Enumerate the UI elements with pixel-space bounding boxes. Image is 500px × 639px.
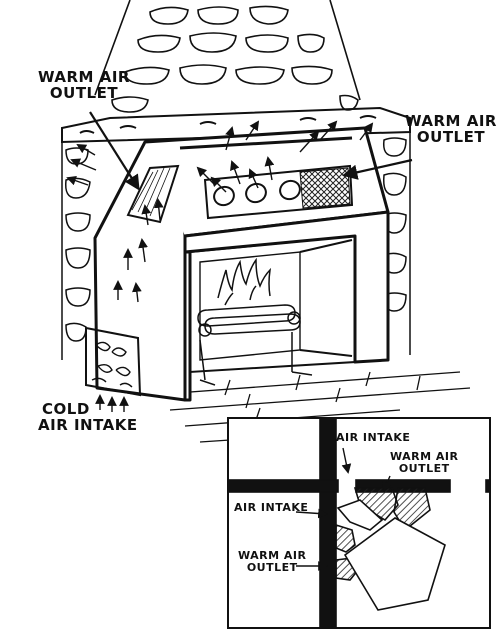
inset-label-air-intake-top: AIR INTAKE <box>336 431 411 444</box>
inset-label-air-intake-left: AIR INTAKE <box>234 501 309 514</box>
label-warm-air-outlet-left: WARM AIR OUTLET <box>38 68 130 102</box>
airflow-arrows <box>66 120 374 412</box>
chimney-stonework <box>94 0 361 113</box>
label-warm-air-outlet-right: WARM AIR OUTLET <box>405 112 497 146</box>
inset-arrows <box>295 447 392 571</box>
inset-section <box>227 417 491 629</box>
hearth-floor <box>149 371 471 443</box>
inset-label-warm-air-outlet-bottom: WARM AIR OUTLET <box>238 549 307 574</box>
label-leaders <box>89 111 413 191</box>
fire-and-logs <box>197 257 313 386</box>
inset-label-warm-air-outlet: WARM AIR OUTLET <box>390 450 459 475</box>
firebox <box>189 234 356 374</box>
right-outlet-grille <box>203 164 354 220</box>
cold-intake-grille <box>85 326 142 397</box>
label-cold-air-intake: COLD AIR INTAKE <box>38 400 138 434</box>
left-outlet-grille <box>126 164 180 224</box>
